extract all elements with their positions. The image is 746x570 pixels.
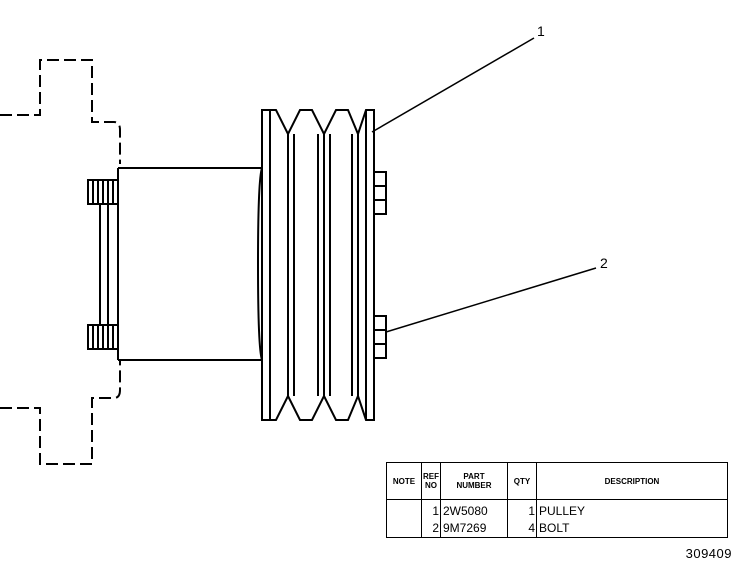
ref-cell: 1 (421, 503, 441, 520)
header-ref-no: REF NO (421, 462, 441, 500)
mounting-studs (87, 179, 119, 350)
drawing-number: 309409 (685, 546, 732, 561)
bolt-heads (373, 171, 387, 359)
header-part-number: PART NUMBER (440, 462, 508, 500)
pulley-grooves (261, 109, 375, 421)
table-row: 1 2W5080 1 PULLEY (386, 503, 728, 520)
qty-cell: 4 (507, 520, 537, 538)
description-cell: BOLT (536, 520, 728, 538)
qty-cell: 1 (507, 503, 537, 520)
ref-cell: 2 (421, 520, 441, 538)
description-cell: PULLEY (536, 503, 728, 520)
header-qty: QTY (507, 462, 537, 500)
parts-table-header: NOTE REF NO PART NUMBER QTY DESCRIPTION (386, 462, 728, 500)
engine-housing-outline (0, 59, 121, 465)
note-cell (386, 520, 422, 538)
note-cell (386, 503, 422, 520)
parts-table: NOTE REF NO PART NUMBER QTY DESCRIPTION … (386, 462, 728, 538)
part-number-cell: 2W5080 (440, 503, 508, 520)
header-note: NOTE (386, 462, 422, 500)
leader-lines (371, 37, 597, 333)
part-number-cell: 9M7269 (440, 520, 508, 538)
pulley-hub (117, 167, 263, 361)
callout-2: 2 (600, 255, 608, 271)
header-description: DESCRIPTION (536, 462, 728, 500)
table-row: 2 9M7269 4 BOLT (386, 520, 728, 538)
callout-1: 1 (537, 23, 545, 39)
